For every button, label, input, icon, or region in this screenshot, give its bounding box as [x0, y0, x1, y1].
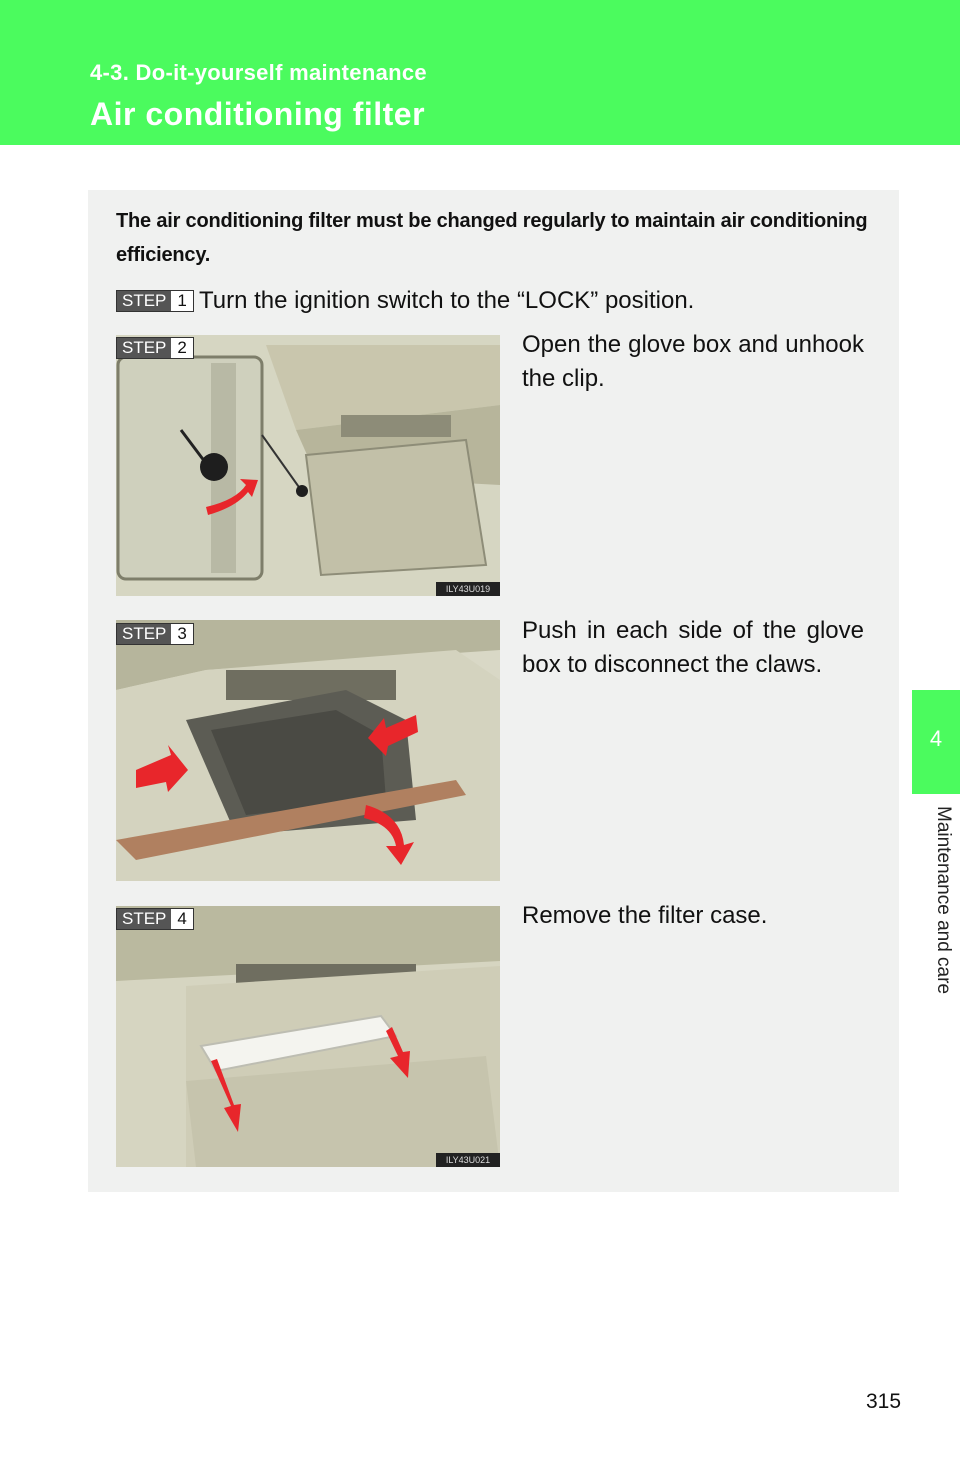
- image-code: ILY43U021: [436, 1153, 500, 1167]
- step-number: 1: [177, 291, 187, 310]
- step-badge-4: STEP 4: [116, 908, 194, 930]
- page-header: 4-3. Do-it-yourself maintenance Air cond…: [0, 0, 960, 145]
- chapter-number: 4: [929, 726, 943, 751]
- step-word: STEP: [117, 624, 172, 644]
- step-2-text: Open the glove box and unhook the clip.: [522, 331, 864, 392]
- step-word: STEP: [117, 291, 172, 311]
- step-badge-3: STEP 3: [116, 623, 194, 645]
- step-badge-1: STEP 1: [116, 290, 194, 312]
- filter-case-illustration: ILY43U021: [116, 906, 500, 1167]
- step-3-text: Push in each side of the glove box to di…: [522, 617, 864, 678]
- page-number: 315: [866, 1390, 902, 1413]
- step-badge-2: STEP 2: [116, 337, 194, 359]
- page-title: Air conditioning filter: [90, 96, 426, 132]
- chapter-tab: 4: [912, 690, 960, 794]
- intro-text: The air conditioning filter must be chan…: [116, 210, 868, 266]
- step-word: STEP: [117, 338, 172, 358]
- step-number: 2: [177, 338, 187, 357]
- glove-box-claws-illustration: [116, 620, 500, 881]
- section-label: 4-3. Do-it-yourself maintenance: [90, 60, 427, 85]
- step-number: 3: [177, 624, 187, 643]
- image-code: ILY43U019: [436, 582, 500, 596]
- step-4-text: Remove the filter case.: [522, 902, 768, 929]
- step-1-text: Turn the ignition switch to the “LOCK” p…: [199, 287, 695, 314]
- glove-box-clip-illustration: ILY43U019: [116, 335, 500, 596]
- step-number: 4: [177, 909, 187, 928]
- chapter-label: Maintenance and care: [933, 806, 954, 995]
- step-word: STEP: [117, 909, 172, 929]
